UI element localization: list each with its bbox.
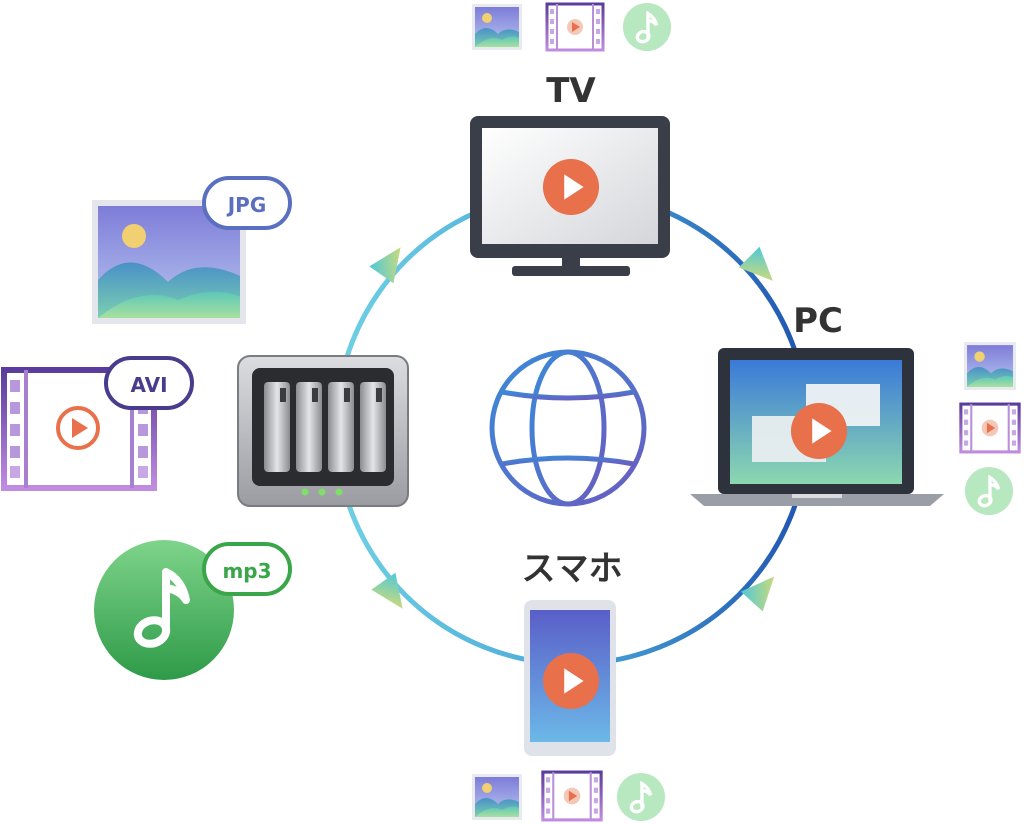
nas-device xyxy=(237,355,409,507)
nas-led-1 xyxy=(301,488,309,496)
pc-device: PC xyxy=(690,301,1021,516)
avi-video-icon xyxy=(1,367,157,491)
phone-video-icon xyxy=(541,770,603,822)
phone-music-icon xyxy=(616,772,666,822)
jpg-file: JPG xyxy=(92,176,292,324)
tv-video-icon xyxy=(545,2,605,52)
tv-image-icon xyxy=(472,4,522,50)
tv-music-icon xyxy=(622,2,672,52)
pc-image-icon xyxy=(963,342,1017,390)
pc-video-icon xyxy=(959,402,1021,454)
avi-badge-label: AVI xyxy=(130,373,167,397)
pc-label: PC xyxy=(793,301,843,341)
globe-icon xyxy=(489,349,647,507)
tv-stand xyxy=(512,266,630,276)
mp3-file: mp3 xyxy=(94,540,292,680)
mp3-badge-label: mp3 xyxy=(222,559,271,583)
pc-music-icon xyxy=(964,466,1014,516)
tv-device: TV xyxy=(470,2,672,276)
nas-led-3 xyxy=(335,488,343,496)
avi-badge xyxy=(104,356,194,410)
nas-bay-3 xyxy=(328,382,354,472)
phone-play-icon xyxy=(542,652,600,710)
pc-base xyxy=(690,494,944,506)
nas-bay-2 xyxy=(296,382,322,472)
phone-label: スマホ xyxy=(522,549,623,589)
tv-play-icon xyxy=(542,158,600,216)
nas-bay-4 xyxy=(360,382,386,472)
phone-device: スマホ xyxy=(472,549,666,822)
pc-play-icon xyxy=(790,402,848,460)
nas-led-2 xyxy=(318,488,326,496)
tv-label: TV xyxy=(546,71,596,111)
avi-file: AVI xyxy=(1,356,194,491)
jpg-badge xyxy=(202,176,292,230)
mp3-badge xyxy=(202,542,292,596)
jpg-badge-label: JPG xyxy=(226,193,267,217)
arrow-pc-to-phone xyxy=(740,566,786,612)
phone-image-icon xyxy=(472,774,522,820)
nas-bay-1 xyxy=(264,382,290,472)
